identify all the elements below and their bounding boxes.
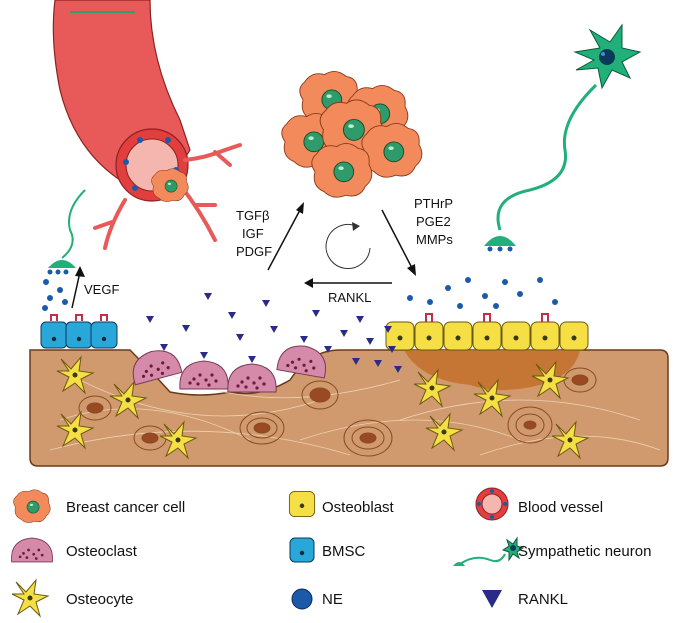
- rankl-arrow: [304, 278, 392, 288]
- arrow-to-cancer: [267, 202, 304, 271]
- legend-rankl: RANKL: [518, 591, 568, 608]
- legend-osteoclast: Osteoclast: [66, 543, 138, 560]
- legend-osteocyte: Osteocyte: [66, 591, 134, 608]
- legend-icon-rankl: [482, 590, 502, 608]
- ne-dots-left: [42, 279, 68, 311]
- vicious-cycle-icon: [325, 222, 371, 269]
- sympathetic-neuron-right: [484, 23, 642, 252]
- tumor-factor-2: PGE2: [416, 214, 451, 229]
- legend-icon-osteoclast: [11, 537, 53, 563]
- tumor-factor-1: PTHrP: [414, 196, 453, 211]
- osteon-group: [78, 367, 597, 457]
- ne-dots-right: [407, 277, 558, 309]
- legend: Breast cancer cell Osteoclast Osteocyte …: [11, 487, 651, 617]
- legend-icon-breast-cancer-cell: [13, 489, 51, 523]
- cancer-cell-cluster: [281, 70, 423, 198]
- vegf-label: VEGF: [84, 282, 119, 297]
- legend-osteoblast: Osteoblast: [322, 499, 395, 516]
- legend-breast-cancer-cell: Breast cancer cell: [66, 499, 185, 516]
- bmsc-cells: [40, 314, 118, 349]
- legend-icon-blood-vessel: [475, 487, 509, 521]
- arrow-to-osteoblast: [381, 209, 416, 276]
- legend-icon-osteoblast: [288, 490, 316, 518]
- growth-factor-1: TGFβ: [236, 208, 269, 223]
- legend-blood-vessel: Blood vessel: [518, 499, 603, 516]
- growth-factor-2: IGF: [242, 226, 264, 241]
- vegf-arrow: [71, 266, 85, 309]
- rankl-arrow-label: RANKL: [328, 290, 371, 305]
- tumor-factor-3: MMPs: [416, 232, 453, 247]
- legend-icon-osteocyte: [11, 579, 49, 617]
- legend-ne: NE: [322, 591, 343, 608]
- legend-bmsc: BMSC: [322, 543, 366, 560]
- osteoblast-lining: [385, 313, 589, 351]
- blood-vessel: [52, 0, 242, 250]
- growth-factor-3: PDGF: [236, 244, 272, 259]
- legend-icon-sympathetic-neuron: [453, 536, 525, 566]
- rankl-triangles: [146, 293, 402, 373]
- osteoclasts: [127, 336, 330, 393]
- sympathetic-neuron-left: [47, 189, 86, 275]
- legend-icon-bmsc: [289, 537, 315, 563]
- bone-matrix: [29, 349, 669, 467]
- legend-sympathetic-neuron: Sympathetic neuron: [518, 543, 651, 560]
- legend-icon-ne: [291, 588, 313, 610]
